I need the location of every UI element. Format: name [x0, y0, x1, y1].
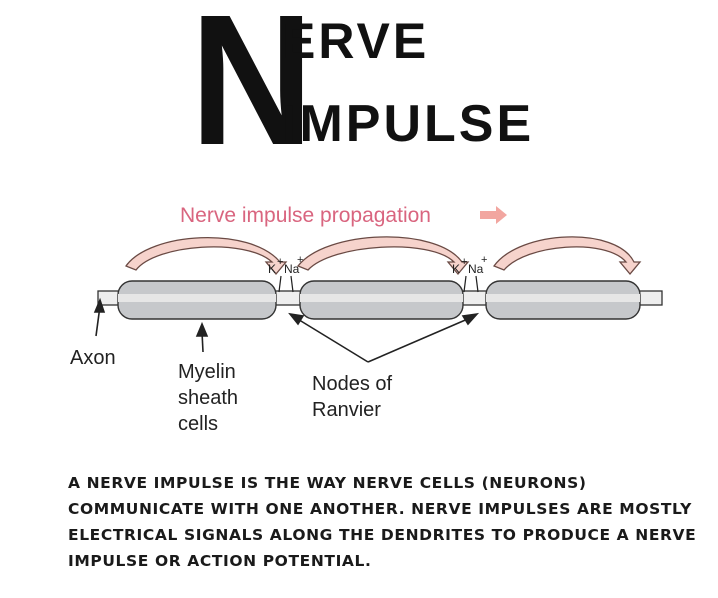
nerve-impulse-diagram: Nerve impulse propagation K + Na + K + N… [93, 204, 663, 363]
saltatory-arrow-1 [124, 237, 288, 276]
title-initial: N [190, 0, 314, 184]
myelin-pointer [195, 321, 209, 353]
title: N ERVE IMPULSE [190, 0, 550, 174]
nodes-pointer [288, 312, 480, 363]
axon-strip-2 [300, 294, 463, 302]
ion-na-charge-1: + [297, 254, 303, 266]
propagation-label: Nerve impulse propagation [180, 204, 431, 227]
ion-flow-2a [463, 275, 467, 293]
myelin-label: Myelin sheath cells [178, 361, 239, 435]
propagation-arrow-icon [480, 206, 507, 224]
ion-flow-2b [475, 275, 479, 293]
title-line-2: IMPULSE [282, 95, 535, 153]
axon-pointer [93, 297, 106, 337]
ion-k-label-1: K [268, 262, 276, 276]
ion-k-label-2: K [452, 262, 460, 276]
nodes-label: Nodes of Ranvier [312, 373, 393, 421]
axon-strip-3 [486, 294, 640, 302]
title-line-1: ERVE [282, 13, 430, 69]
saltatory-arrow-3 [492, 236, 642, 276]
ion-k-charge-1: + [277, 256, 283, 268]
axon-strip-1 [118, 294, 276, 302]
saltatory-arrow-2 [296, 236, 470, 276]
ion-flow-1b [290, 275, 294, 293]
description-text: A nerve impulse is the way nerve cells (… [68, 474, 697, 570]
ion-na-charge-2: + [481, 254, 487, 266]
ion-na-label-1: Na [284, 262, 300, 276]
axon-label: Axon [70, 347, 116, 369]
ion-k-charge-2: + [461, 256, 467, 268]
ion-flow-1a [278, 275, 282, 293]
ion-na-label-2: Na [468, 262, 484, 276]
